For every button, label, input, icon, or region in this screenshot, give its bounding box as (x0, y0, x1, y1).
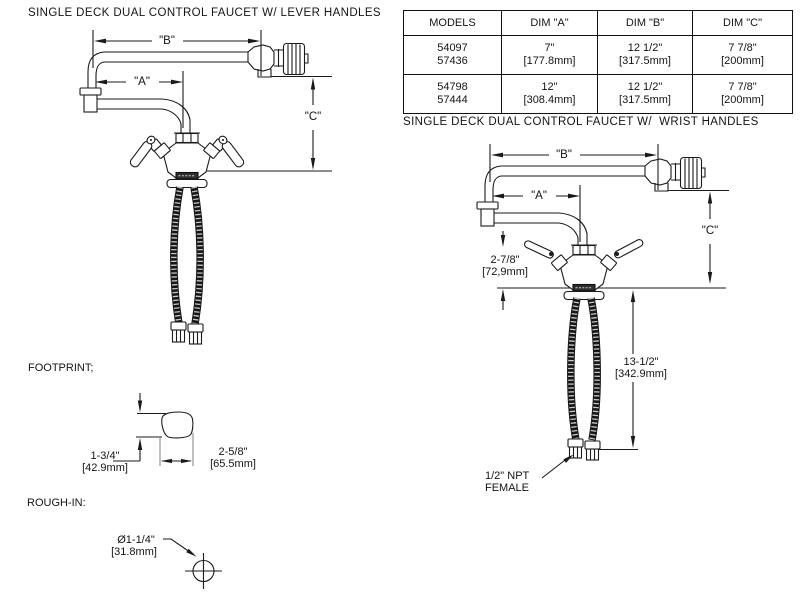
header-models: MODELS (403, 10, 502, 36)
dim-inches: 12 1/2" (627, 42, 663, 54)
table-header-row: MODELS DIM "A" DIM "B" DIM "C" (403, 10, 793, 36)
lever-dim-a-label: "A" (134, 76, 150, 88)
wrist-hose-length-dim (599, 290, 638, 451)
dim-inches: 12" (541, 81, 558, 93)
cell-dim-b: 12 1/2" [317.5mm] (597, 74, 693, 114)
cell-dim-a: 12" [308.4mm] (501, 74, 598, 114)
dim-mm: [200mm] (721, 55, 764, 67)
handle-height-inches: 2-7/8" (490, 254, 520, 266)
model-number: 54097 (437, 42, 468, 54)
header-dim-c: DIM "C" (692, 10, 793, 36)
npt-label-line1: 1/2" NPT (485, 470, 530, 482)
dim-inches: 12 1/2" (627, 81, 663, 93)
lever-dim-c-label: "C" (304, 111, 322, 123)
footprint-drawing (113, 393, 194, 466)
cell-dim-a: 7" [177.8mm] (501, 35, 598, 75)
wrist-dim-c-label: "C" (701, 225, 719, 237)
footprint-height-mm: [42.9mm] (82, 462, 128, 474)
dim-inches: 7 7/8" (728, 42, 757, 54)
npt-label-line2: FEMALE (485, 482, 530, 494)
wrist-hose-fittings (567, 438, 601, 461)
cell-dim-c: 7 7/8" [200mm] (692, 74, 793, 114)
lever-handles (129, 135, 245, 168)
table-row: 54097 57436 7" [177.8mm] 12 1/2" [317.5m… (403, 35, 793, 75)
wrist-handle-height-dim (500, 231, 506, 310)
dim-mm: [177.8mm] (523, 55, 576, 67)
footprint-height-inches: 1-3/4" (90, 450, 120, 462)
lever-supply-hoses (170, 186, 204, 325)
wrist-faucet-drawing (476, 143, 730, 479)
rough-in-heading: ROUGH-IN: (27, 497, 86, 509)
model-number: 54798 (437, 81, 468, 93)
cell-models: 54798 57444 (403, 74, 502, 114)
dim-mm: [317.5mm] (619, 94, 671, 106)
model-number: 57444 (437, 94, 468, 106)
npt-leader (541, 454, 574, 479)
lever-section-title: SINGLE DECK DUAL CONTROL FAUCET W/ LEVER… (28, 7, 381, 19)
cell-dim-c: 7 7/8" [200mm] (692, 35, 793, 75)
header-dim-b: DIM "B" (597, 10, 693, 36)
wrist-dim-b-label: "B" (556, 149, 572, 161)
dim-inches: 7 7/8" (728, 81, 757, 93)
wrist-supply-hoses (567, 297, 601, 441)
cell-models: 54097 57436 (403, 35, 502, 75)
hose-length-mm: [342.9mm] (615, 368, 667, 380)
dim-mm: [308.4mm] (523, 94, 576, 106)
wrist-faucet-body (559, 244, 609, 301)
rough-in-diameter-mm: [31.8mm] (111, 546, 157, 558)
rough-in-diameter-inches: Ø1-1/4" (117, 534, 155, 546)
lever-hose-fittings (170, 321, 204, 345)
cell-dim-b: 12 1/2" [317.5mm] (597, 35, 693, 75)
wrist-section-title: SINGLE DECK DUAL CONTROL FAUCET W/ WRIST… (403, 116, 759, 128)
lever-dim-b-label: "B" (159, 35, 175, 47)
dim-mm: [317.5mm] (619, 55, 671, 67)
table-row: 54798 57444 12" [308.4mm] 12 1/2" [317.5… (403, 74, 793, 114)
lever-faucet-drawing (79, 29, 333, 345)
footprint-outline (161, 411, 194, 439)
dim-inches: 7" (544, 42, 555, 54)
wrist-handles (524, 239, 644, 271)
model-number: 57436 (437, 55, 468, 67)
lever-faucet-body (162, 132, 212, 189)
dim-mm: [200mm] (721, 94, 764, 106)
handle-height-mm: [72,9mm] (482, 266, 528, 278)
hose-length-inches: 13-1/2" (623, 356, 659, 368)
footprint-width-inches: 2-5/8" (218, 446, 248, 458)
rough-in-crosshair (185, 553, 222, 589)
models-dimension-table: MODELS DIM "A" DIM "B" DIM "C" 54097 574… (403, 10, 793, 114)
footprint-heading: FOOTPRINT; (28, 362, 94, 374)
wrist-dim-a-label: "A" (531, 190, 547, 202)
footprint-width-mm: [65.5mm] (210, 458, 256, 470)
header-dim-a: DIM "A" (501, 10, 598, 36)
rough-in-drawing (163, 538, 222, 589)
